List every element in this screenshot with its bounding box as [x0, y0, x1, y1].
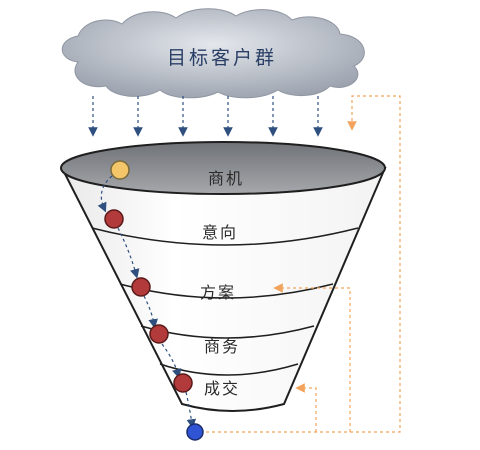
stage-label-opportunity: 商机 — [208, 169, 244, 188]
lead-dot-red — [149, 324, 169, 344]
target-customer-cloud: 目标客户群 — [61, 8, 365, 99]
stage-label-proposal: 方案 — [200, 283, 236, 302]
lead-dot-blue — [186, 423, 204, 441]
funnel-body — [60, 167, 387, 412]
cloud-label: 目标客户群 — [167, 47, 277, 69]
lead-flow-arrow — [185, 391, 197, 429]
funnel-divider — [91, 227, 359, 246]
inflow-arrows — [88, 96, 323, 137]
lead-flow-arrow — [161, 343, 182, 379]
feedback-loops — [206, 95, 401, 433]
lead-dots — [104, 160, 204, 441]
lead-flow-arrow — [117, 227, 140, 279]
feedback-loop-deal — [295, 383, 317, 432]
lead-flow-arrow — [97, 175, 113, 213]
lead-flow-arrow — [143, 295, 158, 329]
lead-dot-yellow — [110, 160, 130, 180]
lead-dot-red — [104, 209, 124, 229]
feedback-loop-outer — [206, 95, 401, 433]
lead-dot-red — [131, 277, 151, 297]
stage-label-intent: 意向 — [202, 223, 238, 242]
stage-label-business: 商务 — [204, 337, 240, 356]
lead-dot-red — [173, 373, 193, 393]
funnel-top-opening — [60, 141, 386, 195]
stage-labels: 商机 意向 方案 商务 成交 — [200, 169, 244, 398]
stage-label-deal: 成交 — [204, 379, 240, 398]
feedback-loop-proposal — [273, 283, 351, 432]
lead-flow-arrows — [97, 175, 197, 429]
